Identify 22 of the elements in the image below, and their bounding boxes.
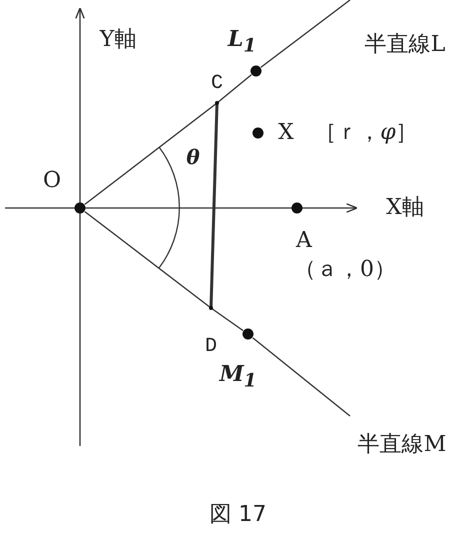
angle-label: θ: [186, 146, 200, 168]
ray-label: 半直線L: [364, 32, 446, 58]
figure-caption: 図 17: [210, 502, 266, 528]
ray-line: [84, 211, 212, 309]
coordinate-label: ［ｒ，φ］: [314, 120, 418, 146]
ray-line: [84, 102, 218, 205]
ray-line: [252, 337, 350, 416]
ray-line: [216, 74, 252, 104]
point-label: X: [278, 120, 294, 146]
axis-label: Y軸: [100, 28, 136, 52]
point-label: C: [210, 73, 223, 95]
ray-line: [260, 0, 350, 68]
point-label: A: [296, 228, 312, 254]
ray-line: [210, 307, 244, 332]
point-label: D: [204, 336, 217, 358]
point-label: O: [42, 168, 61, 194]
ray-label: 半直線M: [358, 432, 446, 458]
coordinate-label: （ａ，0）: [294, 258, 396, 282]
line-segment: [210, 102, 218, 308]
axis-label: X軸: [386, 196, 424, 220]
point-label: L$_{1}$: [228, 27, 256, 57]
point-label: M$_{1}$: [219, 362, 257, 392]
